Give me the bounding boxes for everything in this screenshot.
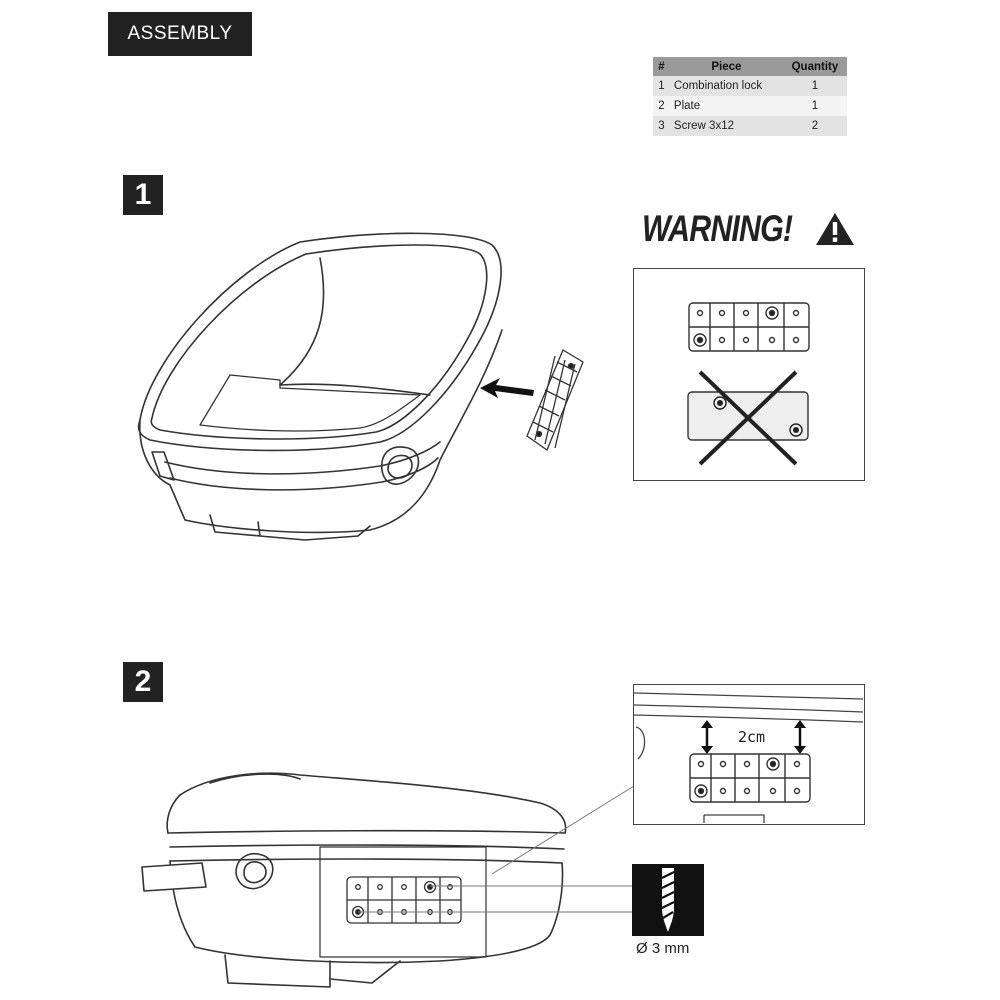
table-row: 1 Combination lock 1 bbox=[653, 76, 847, 96]
table-row: 3 Screw 3x12 2 bbox=[653, 116, 847, 136]
drill-bit-icon bbox=[632, 864, 704, 936]
distance-label: 2cm bbox=[738, 728, 766, 746]
step-2-case-illustration bbox=[141, 772, 567, 988]
step-2-badge: 2 bbox=[123, 662, 163, 702]
step-1-badge: 1 bbox=[123, 175, 163, 215]
row-number: 1 bbox=[653, 76, 670, 96]
insert-arrow-icon bbox=[480, 378, 534, 398]
table-header-quantity: Quantity bbox=[782, 57, 847, 76]
warning-title: WARNING! bbox=[642, 208, 793, 249]
step-1-case-illustration bbox=[137, 232, 503, 541]
row-number: 2 bbox=[653, 96, 670, 116]
table-row: 2 Plate 1 bbox=[653, 96, 847, 116]
table-header-piece: Piece bbox=[669, 57, 783, 76]
lock-plate-illustration bbox=[526, 349, 584, 451]
incorrect-plate-icon bbox=[687, 370, 809, 466]
row-piece: Screw 3x12 bbox=[669, 116, 783, 136]
detail-case-edge bbox=[633, 692, 864, 823]
row-piece: Combination lock bbox=[669, 76, 783, 96]
detail-plate-icon bbox=[689, 753, 811, 803]
row-quantity: 1 bbox=[782, 76, 847, 96]
correct-plate-icon bbox=[688, 302, 810, 352]
warning-triangle-icon bbox=[816, 213, 854, 245]
parts-table: # Piece Quantity 1 Combination lock 1 2 … bbox=[653, 57, 847, 136]
distance-arrow-right-icon bbox=[794, 720, 806, 754]
distance-arrow-left-icon bbox=[701, 720, 713, 754]
row-quantity: 2 bbox=[782, 116, 847, 136]
row-number: 3 bbox=[653, 116, 670, 136]
row-piece: Plate bbox=[669, 96, 783, 116]
drill-size-label: Ø 3 mm bbox=[636, 940, 690, 957]
assembly-header: ASSEMBLY bbox=[108, 12, 252, 56]
row-quantity: 1 bbox=[782, 96, 847, 116]
table-header-number: # bbox=[653, 57, 670, 76]
